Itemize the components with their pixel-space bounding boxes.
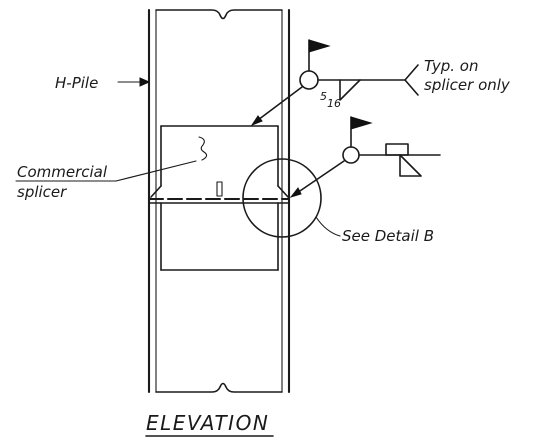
commercial-leader-line xyxy=(115,160,197,182)
drawing-title: ELEVATION xyxy=(146,411,269,435)
typ-label-line1: Typ. on xyxy=(424,57,478,75)
commercial-label: Commercial xyxy=(17,163,108,181)
typ-label-line2: splicer only xyxy=(424,76,511,94)
field-weld-flag-lower-icon xyxy=(350,116,373,130)
break-lines xyxy=(155,9,283,393)
commercial-splicer xyxy=(147,125,291,271)
fillet-weld-upper-icon xyxy=(339,79,361,101)
weld-all-around-lower-icon xyxy=(342,146,360,164)
see-detail-leader xyxy=(315,216,341,237)
backing-bar-icon xyxy=(385,143,409,156)
leader-lower xyxy=(293,160,345,196)
h-pile-leader xyxy=(117,77,151,87)
leader-lower-arrowhead-icon xyxy=(289,187,302,198)
detail-b-circle xyxy=(242,158,322,238)
break-line-bottom xyxy=(155,382,283,393)
splicer-stop-tab xyxy=(216,181,223,197)
bevel-groove-diagonal xyxy=(399,154,422,177)
field-weld-flag-upper-icon xyxy=(308,39,331,53)
bevel-groove-icon xyxy=(399,154,421,177)
leader-upper-arrowhead-icon xyxy=(250,115,263,127)
tail-upper-b xyxy=(404,79,419,96)
material-break-symbol xyxy=(198,136,208,161)
weld-size-numerator: 5 xyxy=(320,90,327,103)
splicer-label: splicer xyxy=(17,183,67,201)
splicer-chamfer-left xyxy=(150,185,162,198)
commercial-splicer-leader xyxy=(15,160,197,182)
weld-symbol-lower xyxy=(289,116,441,198)
leader-upper xyxy=(253,86,303,124)
h-pile-label: H-Pile xyxy=(55,74,98,92)
splicer-chamfer-right xyxy=(277,185,289,198)
h-pile-leader-arrowhead-icon xyxy=(139,77,151,87)
tail-upper-a xyxy=(404,64,419,81)
weld-all-around-upper-icon xyxy=(299,70,319,90)
h-pile xyxy=(147,8,291,394)
weld-size-denominator: 16 xyxy=(327,97,341,110)
break-line-top xyxy=(155,9,283,20)
see-detail-label: See Detail B xyxy=(342,227,434,245)
weld-symbol-upper: 5 16 xyxy=(250,39,419,127)
